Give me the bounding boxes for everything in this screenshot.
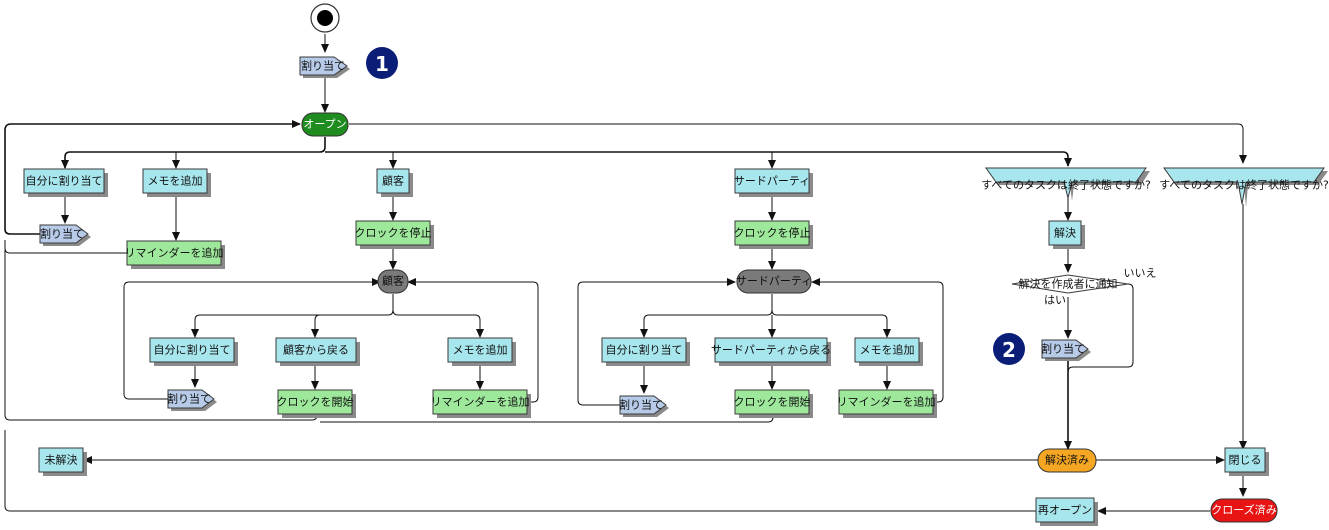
edge-customer-loop-right [407, 278, 539, 403]
close-action[interactable]: 閉じる [1224, 447, 1269, 476]
open-state[interactable]: オープン [301, 112, 349, 137]
svg-text:メモを追加: メモを追加 [860, 343, 915, 357]
svg-text:クロックを開始: クロックを開始 [277, 395, 354, 409]
svg-text:解決: 解決 [1054, 226, 1076, 240]
edge-notify-no [1067, 283, 1134, 373]
customer-assign-node[interactable]: 割り当て [167, 389, 217, 411]
edge-open-close-question [349, 123, 1247, 164]
svg-text:クロックを停止: クロックを停止 [355, 226, 432, 240]
edge-loop-reopen [4, 430, 1095, 512]
notify-yes-label: はい [1044, 294, 1066, 307]
svg-text:リマインダーを追加: リマインダーを追加 [431, 395, 530, 409]
edge-third-party-loop-right [811, 278, 944, 403]
customer-add-memo-action[interactable]: メモを追加 [447, 337, 516, 366]
customer-stop-clock-action[interactable]: クロックを停止 [355, 220, 435, 249]
svg-text:自分に割り当て: 自分に割り当て [26, 174, 103, 188]
customer-assign-self-action[interactable]: 自分に割り当て [149, 337, 238, 366]
svg-text:自分に割り当て: 自分に割り当て [154, 343, 231, 357]
assign-node-main[interactable]: 割り当て [39, 224, 91, 246]
svg-text:自分に割り当て: 自分に割り当て [606, 343, 683, 357]
svg-text:閉じる: 閉じる [1229, 454, 1262, 467]
edges [4, 34, 1247, 515]
close-tasks-done-decision[interactable]: すべてのタスクは終了状態ですか? [1159, 167, 1329, 207]
edge-open-resolve-question [325, 151, 1072, 167]
edge-open-assign-self [61, 137, 326, 169]
third-party-start-clock-action[interactable]: クロックを開始 [734, 389, 814, 418]
resolve-action[interactable]: 解決 [1048, 220, 1085, 249]
third-party-return-action[interactable]: サードパーティから戻る [711, 337, 831, 366]
edge-loop-assign-open [4, 120, 301, 235]
resolved-state[interactable]: 解決済み [1037, 448, 1097, 473]
svg-text:顧客から戻る: 顧客から戻る [283, 343, 349, 357]
third-party-assign-self-action[interactable]: 自分に割り当て [601, 337, 690, 366]
svg-text:すべてのタスクは終了状態ですか?: すべてのタスクは終了状態ですか? [1159, 178, 1329, 192]
assign-node-top[interactable]: 割り当て [299, 56, 350, 78]
closed-state[interactable]: クローズ済み [1210, 498, 1278, 523]
customer-return-action[interactable]: 顧客から戻る [275, 337, 360, 366]
customer-add-reminder-action[interactable]: リマインダーを追加 [431, 389, 532, 418]
svg-text:クロックを停止: クロックを停止 [734, 226, 811, 240]
notify-no-label: いいえ [1124, 267, 1157, 280]
third-party-add-memo-action[interactable]: メモを追加 [854, 337, 923, 366]
start-node [310, 3, 340, 33]
svg-text:すべてのタスクは終了状態ですか?: すべてのタスクは終了状態ですか? [981, 178, 1151, 192]
svg-text:サードパーティ: サードパーティ [736, 275, 812, 288]
third-party-waiting-state[interactable]: サードパーティ [736, 269, 812, 294]
unresolved-action[interactable]: 未解決 [38, 447, 87, 476]
resolve-assign-node[interactable]: 割り当て [1041, 339, 1091, 361]
svg-text:リマインダーを追加: リマインダーを追加 [837, 395, 936, 409]
step-badge-1: 1 [366, 47, 398, 79]
svg-text:メモを追加: メモを追加 [453, 343, 508, 357]
third-party-stop-clock-action[interactable]: クロックを停止 [734, 220, 814, 249]
svg-text:メモを追加: メモを追加 [148, 174, 203, 188]
third-party-assign-node[interactable]: 割り当て [619, 395, 669, 417]
customer-action[interactable]: 顧客 [376, 168, 413, 197]
customer-start-clock-action[interactable]: クロックを開始 [277, 389, 357, 418]
svg-text:解決済み: 解決済み [1045, 453, 1089, 467]
svg-text:リマインダーを追加: リマインダーを追加 [125, 246, 224, 260]
step-badge-2: 2 [993, 333, 1025, 365]
svg-text:割り当て: 割り当て [1041, 342, 1085, 356]
svg-text:1: 1 [375, 52, 389, 76]
svg-text:割り当て: 割り当て [301, 59, 345, 73]
svg-text:割り当て: 割り当て [40, 227, 84, 241]
svg-text:クローズ済み: クローズ済み [1211, 503, 1276, 517]
svg-text:オープン: オープン [303, 118, 346, 131]
assign-self-action[interactable]: 自分に割り当て [23, 168, 108, 197]
svg-text:サードパーティ: サードパーティ [734, 175, 810, 188]
edge-loop-reminder-open [4, 240, 127, 254]
third-party-action[interactable]: サードパーティ [734, 168, 813, 197]
edge-customer-state-return [311, 314, 321, 338]
resolve-tasks-done-decision[interactable]: すべてのタスクは終了状態ですか? [981, 167, 1151, 201]
edge-customer-state-assign-self [191, 294, 394, 338]
svg-text:割り当て: 割り当て [167, 392, 211, 406]
svg-text:顧客: 顧客 [382, 274, 404, 288]
notify-author-decision[interactable]: 解決を作成者に通知 [1011, 274, 1129, 294]
svg-text:再オープン: 再オープン [1038, 504, 1092, 517]
edge-customer-loop-left [123, 278, 381, 400]
edge-third-party-state-memo [771, 309, 891, 338]
edge-loop-third-party-start-clock [320, 408, 774, 423]
edge-third-party-loop-left [577, 278, 736, 406]
edge-loop-customer-start-clock [4, 250, 318, 421]
svg-text:2: 2 [1002, 338, 1016, 362]
edge-third-party-state-assign-self [640, 294, 773, 338]
svg-text:未解決: 未解決 [45, 453, 78, 467]
reopen-action[interactable]: 再オープン [1035, 497, 1098, 526]
customer-waiting-state[interactable]: 顧客 [377, 269, 409, 294]
add-memo-action[interactable]: メモを追加 [142, 168, 211, 197]
svg-text:顧客: 顧客 [382, 174, 404, 188]
third-party-add-reminder-action[interactable]: リマインダーを追加 [837, 389, 938, 418]
svg-text:解決を作成者に通知: 解決を作成者に通知 [1019, 277, 1118, 291]
svg-text:クロックを開始: クロックを開始 [734, 395, 811, 409]
add-reminder-action[interactable]: リマインダーを追加 [125, 240, 226, 269]
svg-text:サードパーティから戻る: サードパーティから戻る [711, 344, 831, 357]
svg-text:割り当て: 割り当て [619, 398, 663, 412]
edge-customer-state-memo [392, 309, 484, 338]
